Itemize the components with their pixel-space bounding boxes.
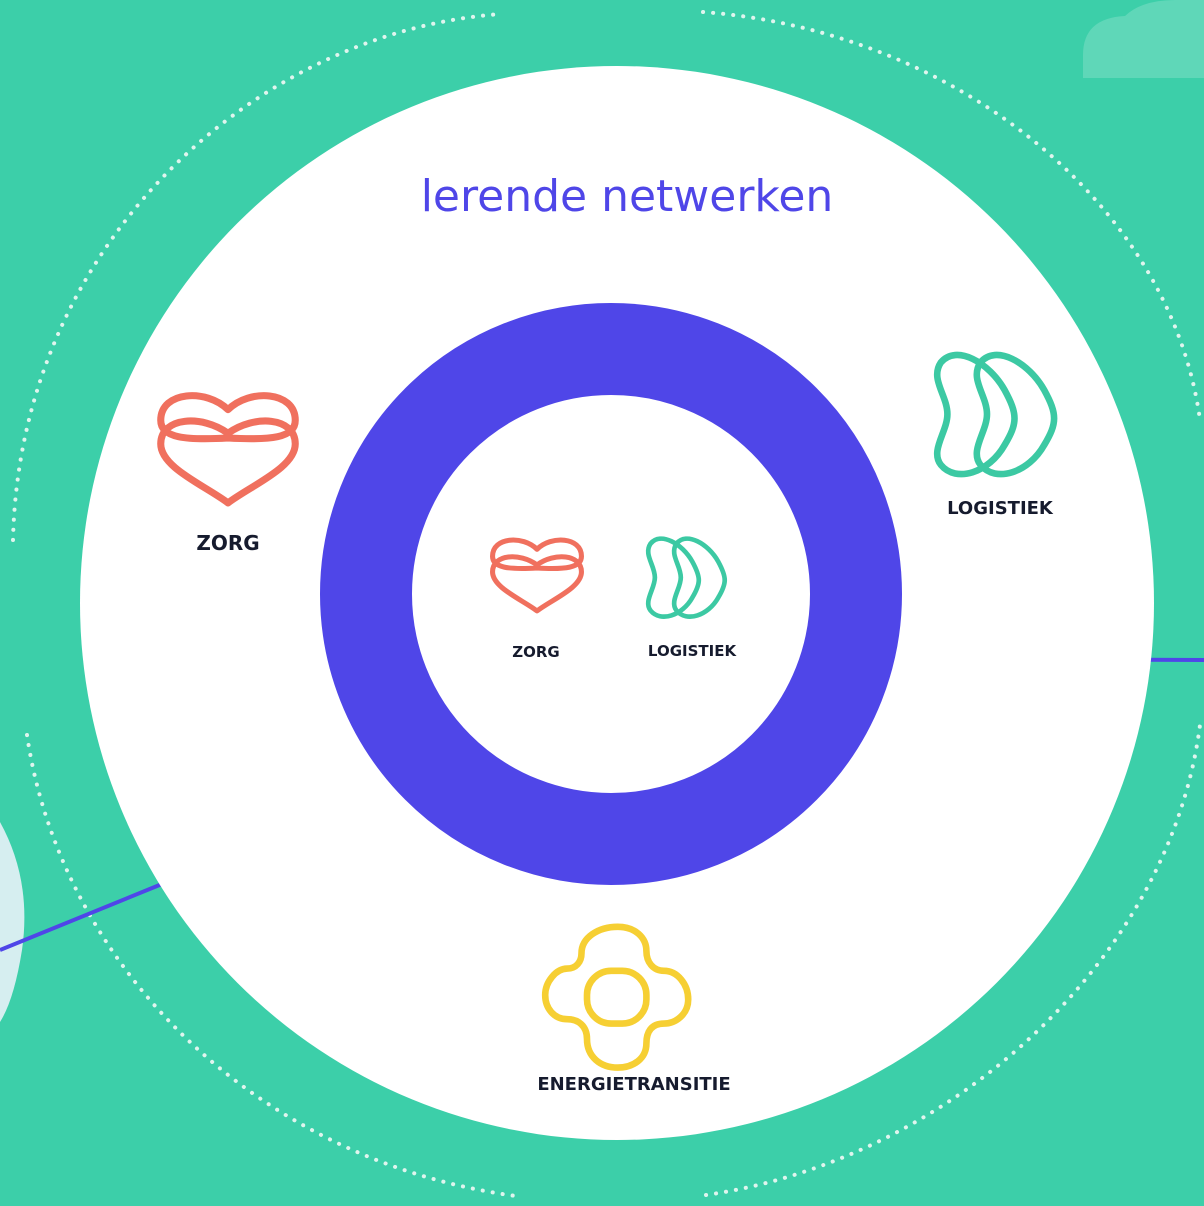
cloud-decoration (1083, 0, 1204, 78)
theme-zorg: ZORG (157, 392, 299, 555)
inner-theme-zorg: ZORG (490, 537, 584, 661)
inner-theme-label-zorg: ZORG (512, 643, 560, 661)
double-arrow-icon (933, 351, 1058, 478)
connector-line-left (0, 882, 163, 952)
theme-label-logistiek: LOGISTIEK (947, 498, 1054, 519)
theme-label-energietransitie: ENERGIETRANSITIE (537, 1074, 730, 1095)
theme-label-zorg: ZORG (196, 531, 259, 555)
outer-network-circle (80, 66, 1154, 1140)
double-arrow-icon (645, 536, 728, 619)
community-ring (320, 303, 902, 885)
inner-theme-label-logistiek: LOGISTIEK (648, 642, 738, 660)
plus-cross-icon (541, 923, 692, 1071)
theme-energietransitie: ENERGIETRANSITIE (537, 923, 731, 1095)
side-bubble (0, 822, 25, 1022)
dotted-orbit (11, 10, 1202, 1198)
theme-logistiek: LOGISTIEK (933, 351, 1058, 519)
double-heart-icon (157, 392, 299, 507)
outer-network-title: lerende netwerken (421, 171, 834, 222)
inner-theme-logistiek: LOGISTIEK (645, 536, 738, 660)
double-heart-icon (490, 537, 584, 614)
